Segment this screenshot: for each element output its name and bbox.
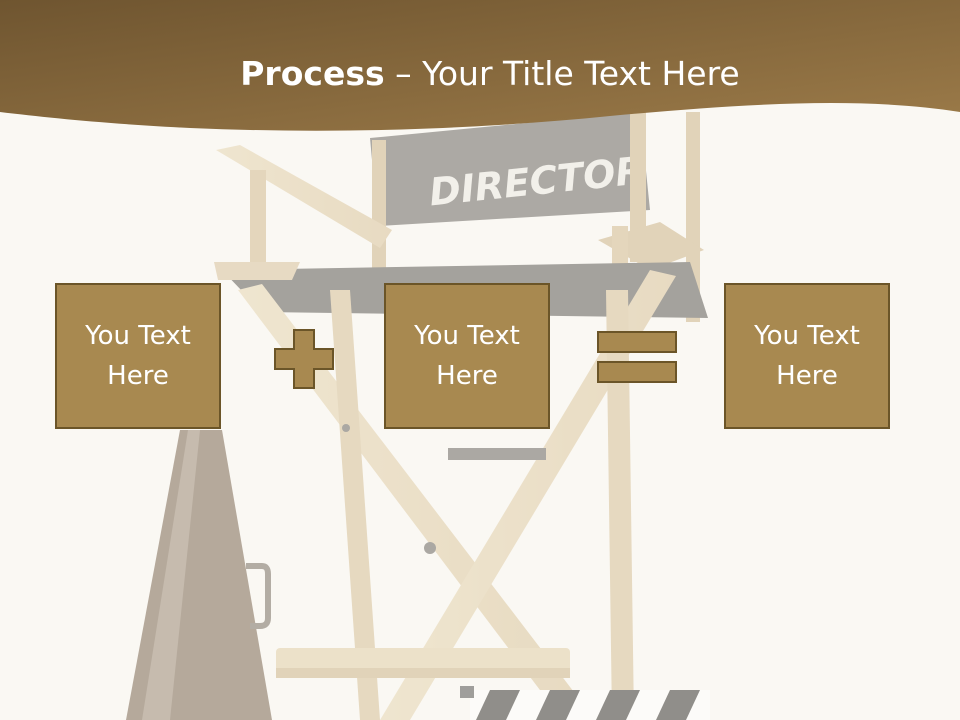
title-bold: Process [240,54,385,93]
megaphone-graphic [126,430,272,720]
title-rest: – Your Title Text Here [384,54,740,93]
plus-icon [274,329,334,389]
chair-back-canvas: DIRECTOR [370,112,650,226]
equals-icon [597,331,677,383]
process-box-1-text: You Text Here [85,321,191,391]
process-box-2[interactable]: You Text Here [384,283,550,429]
process-box-1[interactable]: You Text Here [55,283,221,429]
slide-title: Process – Your Title Text Here [0,52,960,96]
process-box-3-text: You Text Here [754,321,860,391]
process-box-2-text: You Text Here [414,321,520,391]
clapboard-graphic [460,686,710,720]
process-box-3[interactable]: You Text Here [724,283,890,429]
header-band [0,0,960,131]
